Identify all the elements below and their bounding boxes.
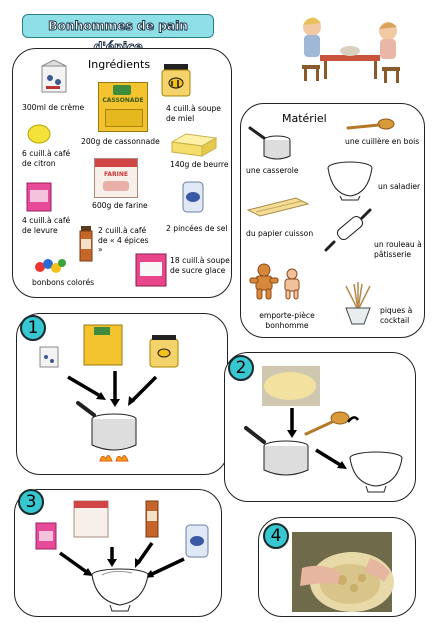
wooden-spoon-icon: [346, 118, 395, 130]
step-number-badge: 4: [263, 523, 289, 549]
materiel-header: Matériel: [282, 112, 327, 125]
icing-sugar-box-image: [135, 253, 167, 287]
ingredients-header: Ingrédients: [88, 58, 151, 71]
kneading-dough-photo: [292, 532, 394, 612]
ingredient-label: 200g de cassonnade: [81, 137, 160, 146]
ingredient-label: 600g de farine: [92, 201, 148, 210]
honey-jar-image: [161, 64, 191, 97]
materiel-label: un saladier: [378, 182, 421, 191]
package-label: CASSONADE: [102, 97, 144, 104]
package-label: FARINE: [103, 171, 129, 178]
colored-candies-image: [35, 259, 66, 273]
materiel-label: une casserole: [246, 166, 299, 175]
materiel-label: une cuillère en bois: [345, 137, 420, 146]
children-cooking-illustration: [302, 17, 400, 83]
flour-bag-image: FARINE: [94, 158, 138, 198]
baking-paper-roll-icon: [246, 197, 310, 217]
cream-carton-image: [41, 59, 67, 93]
lemon-image: [27, 124, 51, 144]
ingredient-label: 4 cuill.à soupe de miel: [166, 104, 221, 123]
gingerbread-cutter-icon: [249, 263, 300, 300]
materiel-label: piques à cocktail: [380, 306, 413, 325]
step-number-badge: 2: [228, 355, 254, 381]
page-title: Bonhommes de pain d'épice: [22, 14, 214, 54]
saucepan-icon: [248, 126, 291, 160]
ingredient-label: 300ml de crème: [22, 103, 85, 112]
yeast-packet-image: [26, 182, 52, 212]
materiel-label: emporte-pièce bonhomme: [259, 311, 315, 330]
spice-jar-image: [79, 226, 93, 262]
cocktail-sticks-icon: [345, 282, 371, 325]
ingredient-label: 2 cuill.à café de « 4 épices »: [98, 226, 149, 254]
mixing-bowl-icon: [327, 161, 373, 201]
step-1-illustration: [39, 324, 179, 462]
cassonnade-package-image: CASSONADE: [98, 82, 148, 132]
materiel-label: du papier cuisson: [246, 229, 314, 238]
ingredient-label: 140g de beurre: [170, 160, 229, 169]
rolling-pin-icon: [324, 208, 372, 252]
salt-can-image: [182, 181, 204, 213]
butter-block-image: [170, 133, 218, 157]
step-number-badge: 3: [18, 489, 44, 515]
ingredient-label: bonbons colorés: [32, 278, 95, 287]
step-2-illustration: [244, 366, 403, 493]
step-number-badge: 1: [20, 315, 46, 341]
step-3-illustration: [35, 500, 209, 612]
ingredient-label: 4 cuill.à café de levure: [22, 216, 71, 235]
ingredient-label: 6 cuill.à café de citron: [22, 149, 71, 168]
ingredient-label: 2 pincées de sel: [166, 224, 228, 233]
ingredient-label: 18 cuill.à soupe de sucre glace: [170, 256, 230, 275]
materiel-label: un rouleau à pâtisserie: [374, 240, 422, 259]
